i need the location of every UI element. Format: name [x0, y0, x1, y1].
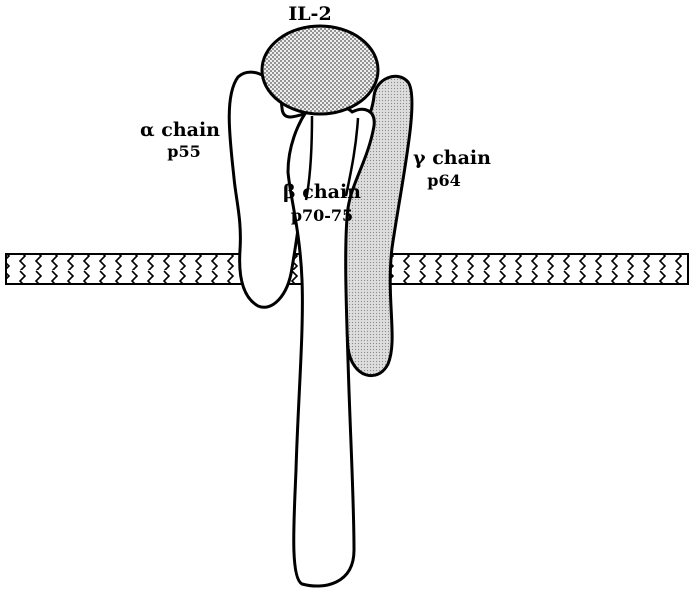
beta-chain-weight: p70-75	[291, 206, 353, 225]
gamma-chain-weight: p64	[427, 171, 460, 190]
beta-chain-label: β chain	[283, 181, 361, 203]
gamma-chain-label: γ chain	[413, 147, 491, 169]
il2-title: IL-2	[288, 3, 331, 25]
alpha-chain-weight: p55	[167, 142, 200, 161]
il2-ligand	[262, 26, 378, 114]
alpha-chain-label: α chain	[140, 119, 220, 141]
